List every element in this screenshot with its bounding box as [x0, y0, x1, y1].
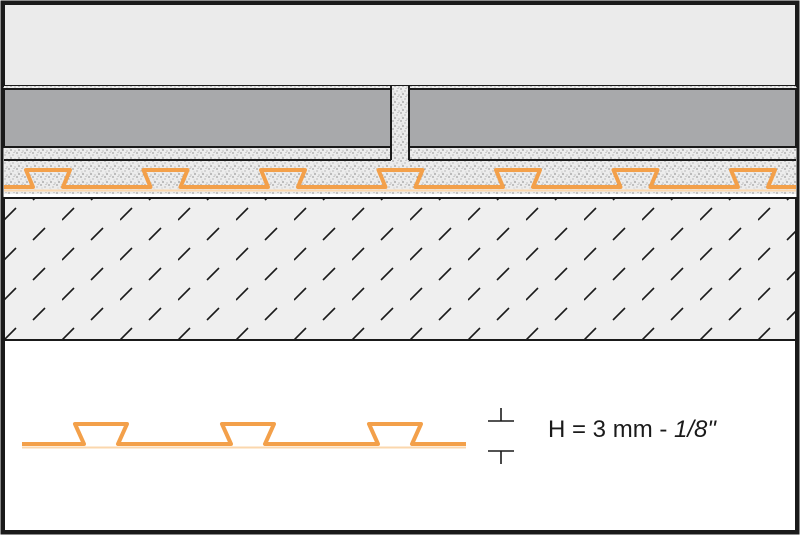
- tile-right: [408, 88, 797, 148]
- membrane-detail-profile: [22, 422, 466, 449]
- top-surface-layer: [3, 3, 797, 87]
- dimension-marker-icon: [488, 408, 514, 464]
- uncoupling-membrane: [4, 168, 796, 192]
- tile-left: [3, 88, 392, 148]
- detail-panel: [3, 339, 797, 532]
- substrate-layer: [3, 197, 797, 341]
- dimension-label: H = 3 mm - 1/8": [548, 416, 716, 443]
